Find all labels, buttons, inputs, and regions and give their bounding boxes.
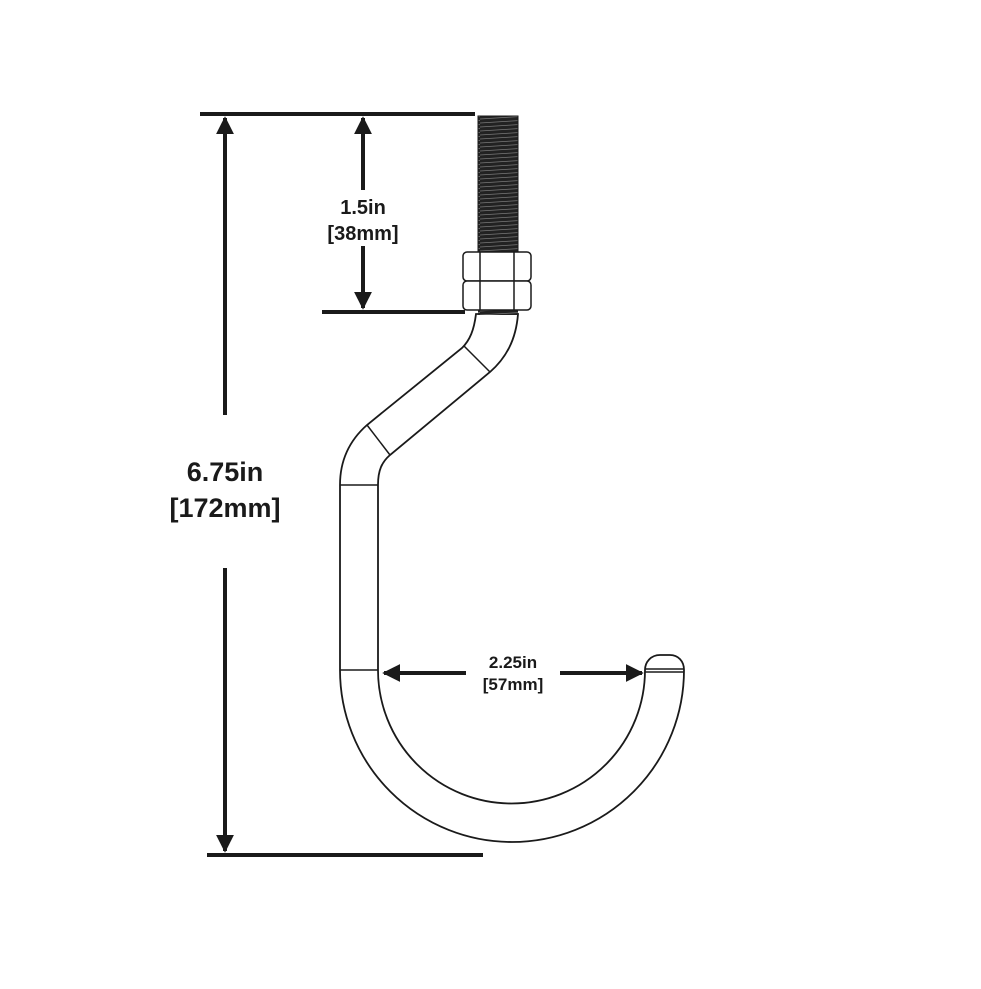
- threaded-stud: [477, 115, 519, 255]
- thread-neck: [478, 308, 518, 315]
- thread-length-metric: [38mm]: [327, 223, 398, 245]
- hook-segment-lines: [340, 345, 684, 673]
- overall-height-imperial: 6.75in: [187, 457, 264, 487]
- thread-length-dimension: 1.5in [38mm]: [327, 116, 399, 310]
- hex-nuts: [462, 251, 532, 311]
- hook-opening-metric: [57mm]: [483, 675, 543, 694]
- thread-length-imperial: 1.5in: [340, 197, 386, 219]
- hook-opening-imperial: 2.25in: [489, 653, 537, 672]
- overall-height-metric: [172mm]: [169, 493, 280, 523]
- hook-body: [339, 313, 685, 843]
- overall-height-dimension: 6.75in [172mm]: [169, 116, 281, 853]
- hook-opening-dimension: 2.25in [57mm]: [382, 653, 644, 694]
